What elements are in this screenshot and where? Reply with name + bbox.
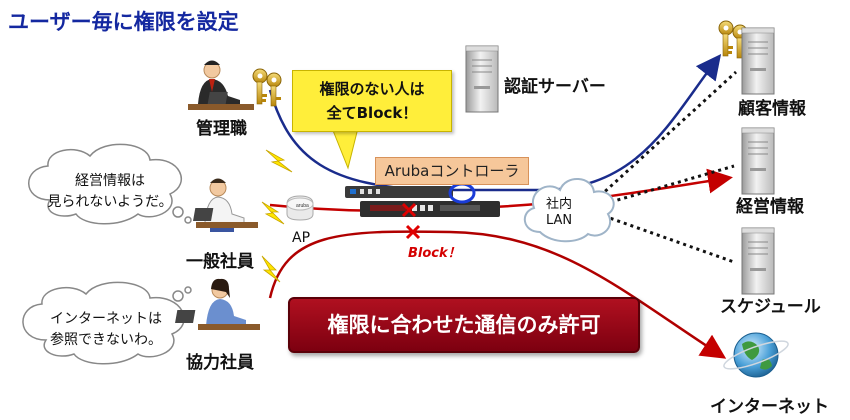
controller-highlight [448, 182, 476, 204]
server-icon [465, 45, 499, 113]
resource-label-customer: 顧客情報 [738, 99, 806, 119]
svg-text:aruba: aruba [296, 203, 309, 209]
thought-text-partner: インターネットは 参照できないわ。 [34, 309, 178, 351]
controller-device [345, 186, 500, 217]
controller-label: Arubaコントローラ [375, 157, 529, 185]
thought-employee-line-1: 経営情報は [75, 173, 145, 189]
block-label: Block！ [408, 246, 461, 261]
lan-label-line-2: LAN [546, 213, 573, 228]
lan-link-schedule [603, 214, 735, 264]
user-label-employee: 一般社員 [186, 252, 254, 272]
lan-label-line-1: 社内 [546, 197, 573, 212]
thought-bubble-employee [28, 143, 192, 225]
thought-partner-line-1: インターネットは [50, 311, 162, 327]
server-icon [741, 127, 775, 195]
user-label-manager: 管理職 [196, 119, 247, 139]
lan-link-customer [598, 70, 738, 198]
callout-line-2: 全てBlock！ [326, 104, 418, 122]
resource-label-schedule: スケジュール [720, 297, 821, 317]
cloud-icon [524, 178, 615, 243]
person-icon [175, 60, 260, 330]
access-point-icon: aruba [286, 195, 314, 221]
permission-banner: 権限に合わせた通信のみ許可 [288, 297, 640, 353]
auth-server-label: 認証サーバー [504, 77, 606, 97]
x-mark-icon [401, 202, 421, 240]
ap-label: AP [292, 230, 311, 246]
partner-path [268, 230, 727, 359]
server-icon [741, 27, 775, 95]
key-icon [252, 68, 282, 107]
lightning-icon [261, 149, 293, 283]
thought-partner-line-2: 参照できないわ。 [50, 332, 162, 348]
lan-link-management [603, 164, 735, 206]
resource-label-management: 経営情報 [736, 197, 804, 217]
server-icon [741, 227, 775, 295]
user-label-partner: 協力社員 [186, 353, 254, 373]
page-title: ユーザー毎に権限を設定 [8, 10, 239, 34]
thought-text-employee: 経営情報は 見られないようだ。 [40, 171, 180, 213]
thought-employee-line-2: 見られないようだ。 [47, 194, 173, 210]
globe-icon [723, 332, 789, 378]
block-callout: 権限のない人は 全てBlock！ [292, 70, 452, 132]
resource-label-internet: インターネット [710, 397, 829, 417]
callout-tail [331, 127, 359, 170]
callout-line-1: 権限のない人は [319, 80, 425, 98]
thought-bubble-partner [22, 281, 192, 365]
